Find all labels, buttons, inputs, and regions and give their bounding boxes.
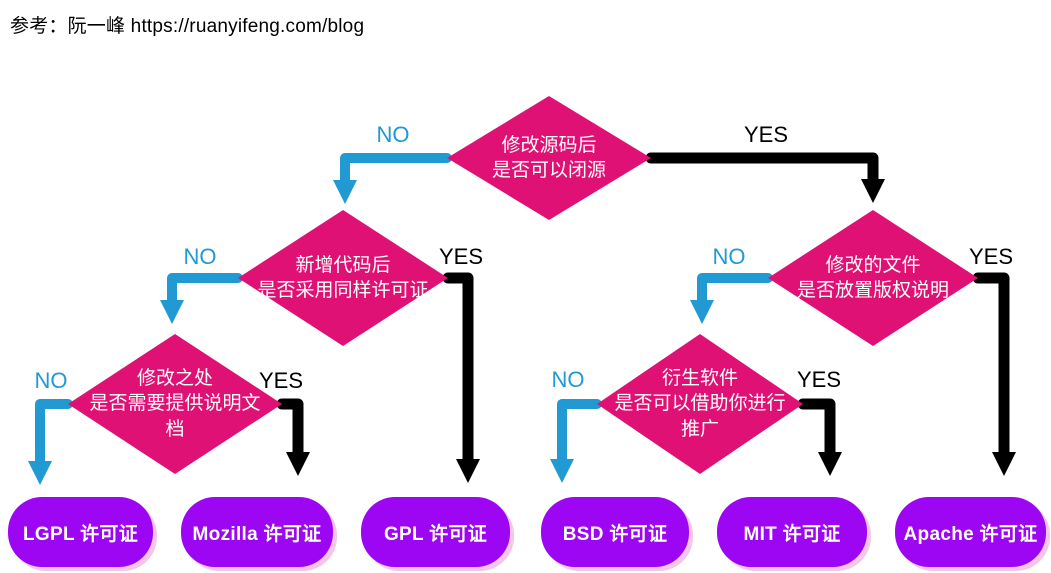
outcome-gpl-box [361,497,510,567]
arrow-no-close-source [333,153,452,204]
arrow-yes-close-source [645,152,885,203]
decision-doc-of-changes-diamond [68,334,282,474]
arrow-no-promotion [550,399,602,483]
arrow-no-copyright-notice [690,273,773,324]
arrow-no-same-license [160,273,243,324]
outcome-bsd-box [541,497,689,567]
arrow-yes-same-license [442,272,480,483]
arrow-yes-promotion [797,398,842,476]
decision-copyright-notice-diamond [768,210,978,346]
outcome-mozilla-box [181,497,333,567]
decision-same-license-diamond [238,210,448,346]
decision-close-source-diamond [447,96,651,220]
arrow-yes-doc-of-changes [276,398,310,476]
outcome-lgpl-box [8,497,153,567]
decision-promotion-diamond [597,334,803,474]
outcome-apache-box [895,497,1046,567]
reference-note: 参考：阮一峰 https://ruanyifeng.com/blog [10,16,365,37]
arrow-yes-copyright-notice [972,272,1016,476]
arrow-no-doc-of-changes [28,399,73,485]
outcome-mit-box [717,497,867,567]
